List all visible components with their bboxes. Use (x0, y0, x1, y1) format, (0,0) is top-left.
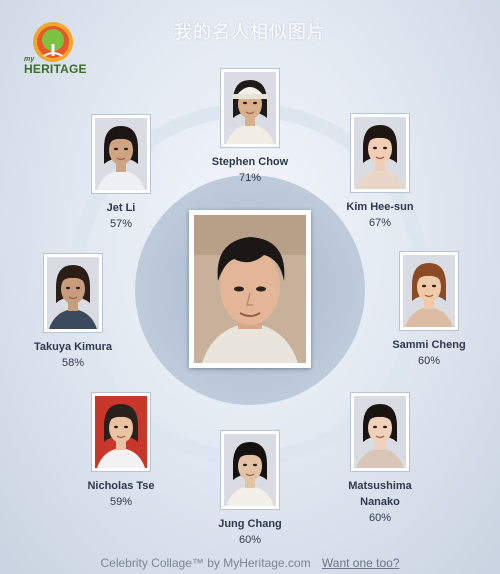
logo-text[interactable]: my HERITAGE (24, 56, 87, 76)
celebrity-percent: 60% (238, 534, 262, 546)
page-title: 我的名人相似图片 (174, 22, 326, 43)
celebrity-name: Sammi Cheng (392, 339, 466, 351)
celebrity-thumb[interactable] (91, 392, 151, 472)
celebrity-thumb[interactable] (220, 68, 280, 148)
celebrity-kim-hee-sun[interactable]: Kim Hee-sun 67% (320, 113, 440, 231)
celebrity-thumb[interactable] (220, 430, 280, 510)
matsushima-nanako-photo-icon (354, 396, 406, 468)
celebrity-nicholas-tse[interactable]: Nicholas Tse 59% (61, 392, 181, 510)
celebrity-name: Jet Li (106, 202, 136, 214)
celebrity-matsushima-nanako[interactable]: Matsushima Nanako 60% (320, 392, 440, 526)
jet-li-photo-icon (95, 118, 147, 190)
takuya-kimura-photo-icon (47, 257, 99, 329)
user-photo (194, 215, 306, 363)
celebrity-name: Stephen Chow (211, 156, 289, 168)
celebrity-name: Matsushima Nanako (320, 478, 440, 510)
celebrity-name: Kim Hee-sun (346, 201, 414, 213)
celebrity-percent: 67% (368, 217, 392, 229)
myheritage-logo-icon[interactable] (22, 20, 84, 82)
jung-chang-photo-icon (224, 434, 276, 506)
celebrity-percent: 60% (417, 355, 441, 367)
celebrity-thumb[interactable] (91, 114, 151, 194)
celebrity-thumb[interactable] (43, 253, 103, 333)
celebrity-jet-li[interactable]: Jet Li 57% (61, 114, 181, 232)
celebrity-percent: 57% (109, 218, 133, 230)
logo-heritage: HERITAGE (24, 62, 87, 76)
celebrity-takuya-kimura[interactable]: Takuya Kimura 58% (13, 253, 133, 371)
celebrity-thumb[interactable] (399, 251, 459, 331)
celebrity-percent: 58% (61, 357, 85, 369)
footer-credit: Celebrity Collage™ by MyHeritage.com (100, 556, 311, 570)
footer: Celebrity Collage™ by MyHeritage.com Wan… (0, 556, 500, 570)
celebrity-thumb[interactable] (350, 392, 410, 472)
celebrity-jung-chang[interactable]: Jung Chang 60% (190, 430, 310, 548)
user-photo-frame[interactable] (189, 210, 311, 368)
celebrity-name: Jung Chang (218, 518, 282, 530)
celebrity-name-line: Matsushima (348, 480, 412, 492)
celebrity-percent: 60% (368, 512, 392, 524)
want-one-too-link[interactable]: Want one too? (321, 556, 400, 570)
logo-my: my (24, 56, 35, 63)
celebrity-sammi-cheng[interactable]: Sammi Cheng 60% (369, 251, 489, 369)
user-face-icon (194, 215, 306, 363)
celebrity-percent: 71% (238, 172, 262, 184)
kim-hee-sun-photo-icon (354, 117, 406, 189)
nicholas-tse-photo-icon (95, 396, 147, 468)
celebrity-name-line: Nanako (360, 496, 400, 508)
sammi-cheng-photo-icon (403, 255, 455, 327)
celebrity-name: Nicholas Tse (87, 480, 155, 492)
celebrity-percent: 59% (109, 496, 133, 508)
celebrity-stephen-chow[interactable]: Stephen Chow 71% (190, 68, 310, 186)
stephen-chow-photo-icon (224, 72, 276, 144)
celebrity-thumb[interactable] (350, 113, 410, 193)
celebrity-name: Takuya Kimura (33, 341, 113, 353)
